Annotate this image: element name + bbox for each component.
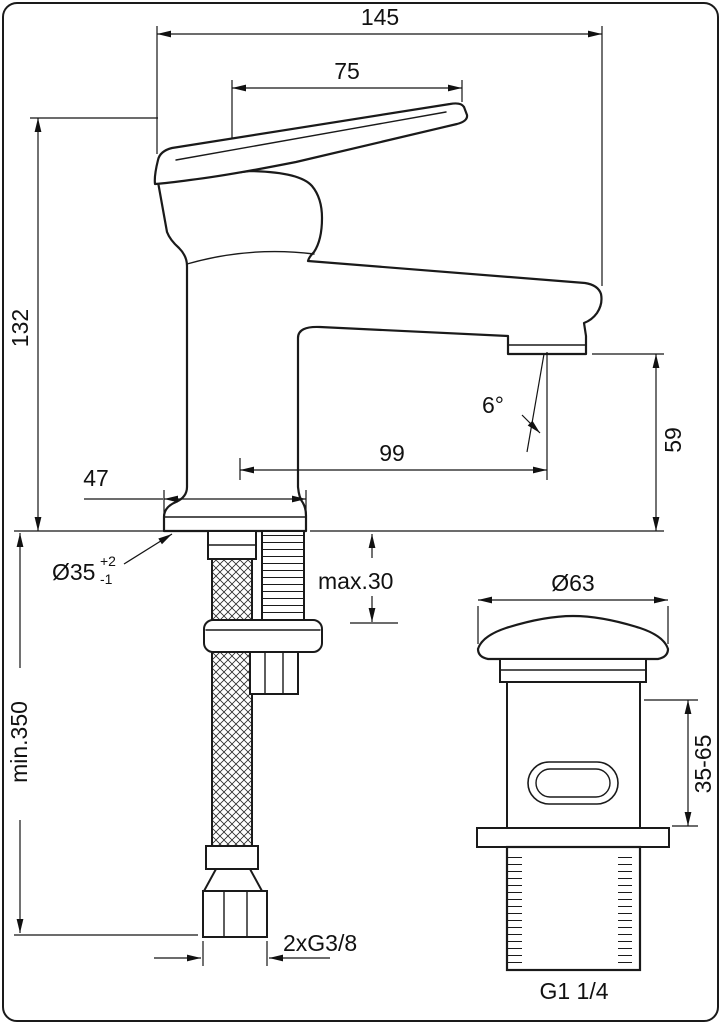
dim-body-height: 132	[7, 117, 164, 532]
waste-thread-right	[618, 851, 632, 966]
dim-label-hose-min-length: min.350	[6, 701, 32, 783]
dim-lever-length: 75	[231, 58, 463, 138]
dim-label-spray-angle: 6°	[482, 392, 504, 418]
waste-overflow-slot	[527, 761, 619, 805]
pop-up-waste	[476, 614, 670, 972]
mounting-hardware	[202, 530, 323, 938]
dim-waste-thread: G1 1/4	[539, 978, 608, 1004]
dim-hose-thread: 2xG3/8	[154, 930, 357, 966]
dim-label-lever-length: 75	[334, 58, 360, 84]
mounting-nut-facets	[264, 651, 284, 695]
dim-label-waste-adjust: 35-65	[690, 735, 716, 794]
dim-base-width: 47	[83, 465, 307, 516]
hose-cone	[202, 868, 264, 892]
waste-overflow-slot-inner	[535, 768, 611, 798]
dim-label-waste-diameter: Ø63	[551, 570, 594, 596]
faucet	[153, 102, 603, 533]
hose-crimp	[205, 845, 259, 870]
dim-label-spout-height: 59	[660, 427, 686, 453]
dim-waste-adjust: 35-65	[644, 699, 716, 827]
dim-label-waste-thread: G1 1/4	[539, 978, 608, 1004]
faucet-body-silhouette	[156, 169, 603, 533]
faucet-lever	[153, 102, 469, 186]
dim-waste-diameter: Ø63	[477, 570, 669, 644]
flex-hose	[211, 558, 253, 849]
waste-flange	[476, 827, 670, 848]
cartridge-cover-line	[186, 250, 315, 265]
dim-label-hole-diameter: Ø35	[52, 559, 95, 585]
dim-deck-thickness: max.30	[318, 534, 398, 624]
mounting-bracket	[203, 619, 323, 653]
dim-label-body-height: 132	[7, 309, 33, 347]
dim-label-hole-tol-plus: +2	[100, 553, 116, 569]
dim-hose-min-length: min.350	[6, 533, 198, 936]
dim-spout-reach: 99	[239, 352, 548, 480]
dim-label-hole-tol-minus: -1	[100, 571, 113, 587]
lever-top-edge-line	[175, 111, 447, 161]
mounting-nut	[249, 651, 299, 695]
dim-spout-height: 59	[310, 353, 686, 532]
dim-label-hose-thread: 2xG3/8	[283, 930, 357, 956]
dim-spray-angle: 6°	[482, 353, 545, 453]
waste-body	[506, 681, 641, 829]
hose-nut	[202, 890, 268, 938]
waste-tailpipe	[505, 845, 642, 972]
dim-label-base-width: 47	[83, 465, 109, 491]
dim-overall-length: 145	[156, 4, 603, 286]
hose-nut-facets	[223, 890, 248, 938]
dim-label-deck-thickness: max.30	[318, 568, 393, 594]
mounting-stud	[261, 530, 305, 623]
dim-label-spout-reach: 99	[379, 440, 405, 466]
waste-dome-cap	[476, 614, 670, 661]
waste-thread-left	[508, 851, 522, 966]
dim-label-overall-length: 145	[361, 4, 399, 30]
dim-hole-diameter: Ø35 +2 -1	[52, 533, 173, 587]
